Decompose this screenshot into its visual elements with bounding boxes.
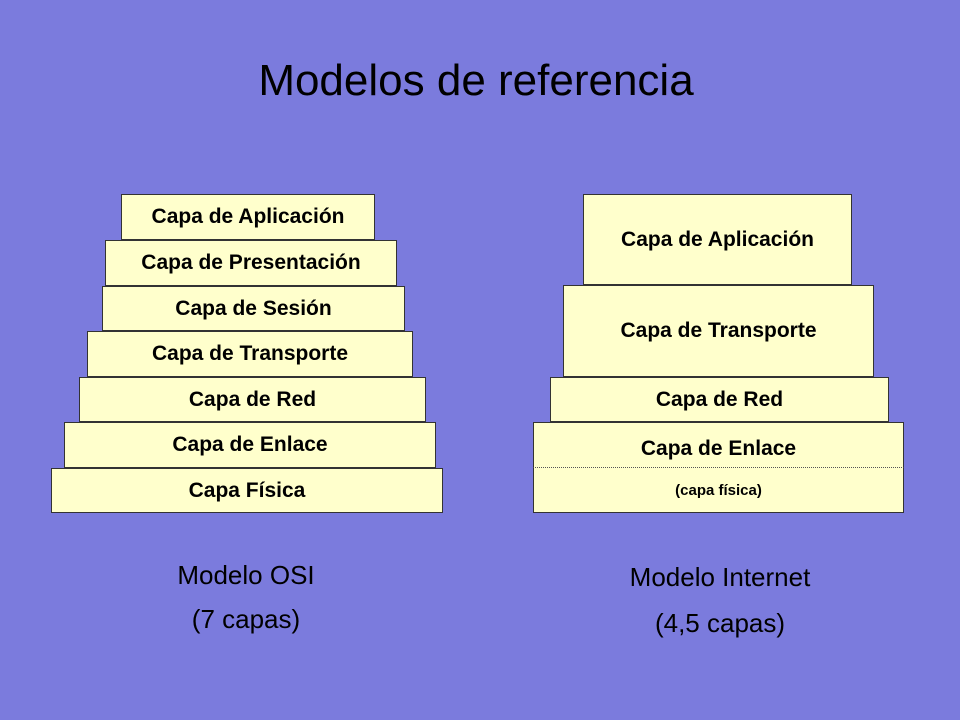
internet-layer-application: Capa de Aplicación [583,194,852,285]
osi-layer-datalink: Capa de Enlace [64,422,436,468]
osi-caption-count: (7 capas) [191,604,301,634]
osi-layer-physical: Capa Física [51,468,443,513]
internet-layer-physical: (capa física) [533,467,904,513]
osi-layer-network: Capa de Red [79,377,426,422]
internet-caption-name: Modelo Internet [629,562,811,592]
page-title: Modelos de referencia [258,56,694,105]
internet-layer-network: Capa de Red [550,377,889,422]
osi-layer-application: Capa de Aplicación [121,194,375,240]
osi-caption-name: Modelo OSI [177,560,315,590]
internet-caption-count: (4,5 capas) [654,608,786,638]
osi-layer-presentation: Capa de Presentación [105,240,397,286]
osi-layer-session: Capa de Sesión [102,286,405,331]
internet-layer-transport: Capa de Transporte [563,285,874,377]
osi-layer-transport: Capa de Transporte [87,331,413,377]
internet-layer-datalink: Capa de Enlace [533,422,904,468]
